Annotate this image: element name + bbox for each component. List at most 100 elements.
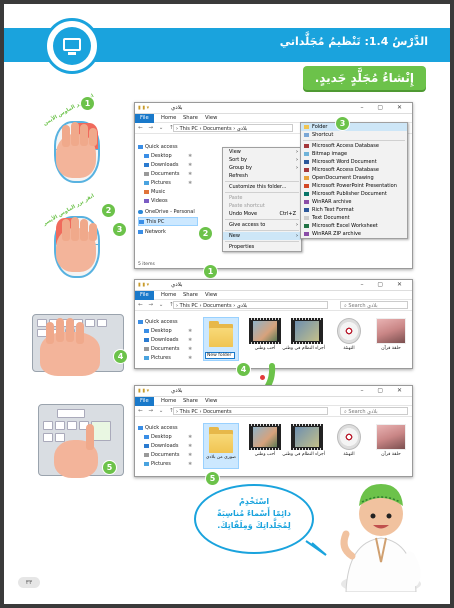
submenu-item-word[interactable]: Microsoft Word Document	[301, 158, 407, 166]
ribbon-tab-share[interactable]: Share	[183, 398, 198, 404]
ribbon-tab-share[interactable]: Share	[183, 292, 198, 298]
access-icon	[304, 144, 309, 148]
menu-item-group-by[interactable]: Group by›	[229, 165, 298, 171]
window-controls[interactable]: – ▢ ✕	[360, 104, 408, 111]
submenu-item-excel[interactable]: Microsoft Excel Worksheet	[301, 222, 407, 230]
nav-buttons[interactable]: ← → ⌄ ↑	[138, 408, 176, 414]
ribbon-tab-home[interactable]: Home	[161, 292, 177, 298]
pc-icon	[139, 219, 144, 224]
sidebar-item-documents[interactable]: Documents✱	[138, 451, 198, 460]
file-item[interactable]: التهنئة	[331, 318, 367, 352]
file-item[interactable]: أحب وطني	[247, 424, 283, 458]
step-badge-1: 1	[203, 264, 218, 279]
menu-item-give-access[interactable]: Give access to›	[229, 222, 298, 228]
file-item[interactable]: حلقة قرآن	[373, 318, 409, 352]
desktop-icon	[144, 153, 149, 158]
submenu-item-bitmap[interactable]: Bitmap image	[301, 150, 407, 158]
navigation-pane: Quick access Desktop✱ Downloads✱ Documen…	[138, 424, 198, 469]
step-badge-2: 2	[198, 226, 213, 241]
sidebar-item-network[interactable]: Network	[138, 228, 198, 237]
ribbon-tab-view[interactable]: View	[205, 292, 218, 298]
video-thumbnail-icon	[291, 318, 323, 344]
page-number: ٣٣	[18, 577, 40, 588]
sidebar-item-downloads[interactable]: Downloads✱	[138, 161, 198, 170]
submenu-item-publisher[interactable]: Microsoft Publisher Document	[301, 190, 407, 198]
sidebar-item-pictures[interactable]: Pictures✱	[138, 354, 198, 363]
step-badge-5: 5	[205, 471, 220, 486]
nav-buttons[interactable]: ← → ⌄ ↑	[138, 302, 176, 308]
sidebar-item-pictures[interactable]: Pictures✱	[138, 179, 198, 188]
rtf-icon	[304, 208, 309, 212]
powerpoint-icon	[304, 184, 309, 188]
menu-item-new[interactable]: New›	[223, 232, 301, 240]
sidebar-item-music[interactable]: Music	[138, 188, 198, 197]
sidebar-item-downloads[interactable]: Downloads✱	[138, 442, 198, 451]
menu-item-properties[interactable]: Properties	[229, 244, 255, 250]
address-bar[interactable]: › This PC › Documents › بلادي	[173, 301, 328, 309]
address-bar[interactable]: › This PC › Documents	[173, 407, 328, 415]
sidebar-item-downloads[interactable]: Downloads✱	[138, 336, 198, 345]
sidebar-item-videos[interactable]: Videos	[138, 197, 198, 206]
search-input[interactable]: ⌕ Search بلادي	[340, 407, 408, 415]
file-item[interactable]: أحب وطني	[247, 318, 283, 352]
ribbon-tab-file[interactable]: File	[135, 114, 154, 123]
sidebar-item-desktop[interactable]: Desktop✱	[138, 327, 198, 336]
menu-item-view[interactable]: View›	[229, 149, 298, 155]
window-title: بلادي	[171, 388, 183, 394]
ribbon-tab-share[interactable]: Share	[183, 115, 198, 121]
sidebar-item-quick-access[interactable]: Quick access	[138, 143, 198, 152]
nav-buttons[interactable]: ← → ⌄ ↑	[138, 125, 176, 131]
submenu-item-winrar[interactable]: WinRAR archive	[301, 198, 407, 206]
submenu-item-rtf[interactable]: Rich Text Format	[301, 206, 407, 214]
bubble-line-1: اسْتَخْدِمْ	[238, 497, 270, 506]
ribbon-tab-view[interactable]: View	[205, 398, 218, 404]
sidebar-item-documents[interactable]: Documents✱	[138, 170, 198, 179]
ribbon-tab-home[interactable]: Home	[161, 115, 177, 121]
documents-icon	[144, 452, 149, 457]
sidebar-item-documents[interactable]: Documents✱	[138, 345, 198, 354]
menu-item-sort-by[interactable]: Sort by›	[229, 157, 298, 163]
file-item[interactable]: التهنئة	[331, 424, 367, 458]
sidebar-item-quick-access[interactable]: Quick access	[138, 424, 198, 433]
sidebar-item-desktop[interactable]: Desktop✱	[138, 152, 198, 161]
menu-item-refresh[interactable]: Refresh	[229, 173, 248, 179]
ribbon-tab-file[interactable]: File	[135, 291, 154, 300]
ribbon-tab-file[interactable]: File	[135, 397, 154, 406]
step-badge-3: 3	[335, 116, 350, 131]
file-item[interactable]: أجزاء النظام في وطني	[282, 424, 325, 458]
submenu-item-shortcut[interactable]: Shortcut	[301, 131, 407, 139]
submenu-item-access[interactable]: Microsoft Access Database	[301, 142, 407, 150]
sidebar-item-onedrive[interactable]: OneDrive - Personal	[138, 208, 198, 217]
menu-item-paste[interactable]: Paste	[229, 195, 243, 201]
rename-input[interactable]: New folder	[205, 352, 235, 359]
file-item[interactable]: حلقة قرآن	[373, 424, 409, 458]
menu-item-paste-shortcut[interactable]: Paste shortcut	[229, 203, 265, 209]
pictures-icon	[144, 355, 149, 360]
file-item[interactable]: أجزاء النظام في وطني	[282, 318, 325, 352]
video-thumbnail-icon	[249, 318, 281, 344]
renamed-folder-item[interactable]: صوري من بلادي	[203, 423, 239, 469]
submenu-item-text[interactable]: Text Document	[301, 214, 407, 222]
sidebar-item-desktop[interactable]: Desktop✱	[138, 433, 198, 442]
submenu-item-odg[interactable]: OpenDocument Drawing	[301, 174, 407, 182]
sidebar-item-pictures[interactable]: Pictures✱	[138, 460, 198, 469]
ribbon-tab-view[interactable]: View	[205, 115, 218, 121]
window-controls[interactable]: – ▢ ✕	[360, 281, 408, 288]
menu-item-customize[interactable]: Customize this folder...	[229, 184, 287, 190]
submenu-item-access-2[interactable]: Microsoft Access Database	[301, 166, 407, 174]
address-bar[interactable]: › This PC › Documents › بلادي	[173, 124, 293, 132]
text-icon	[304, 216, 309, 220]
documents-icon	[144, 346, 149, 351]
pictures-icon	[144, 461, 149, 466]
sidebar-item-quick-access[interactable]: Quick access	[138, 318, 198, 327]
submenu-item-folder[interactable]: Folder	[301, 123, 407, 131]
window-controls[interactable]: – ▢ ✕	[360, 387, 408, 394]
search-input[interactable]: ⌕ Search بلادي	[340, 301, 408, 309]
quick-access-toolbar[interactable]: ▮ ▮ ▾	[138, 105, 150, 111]
star-icon	[138, 425, 143, 430]
sidebar-item-this-pc[interactable]: This PC	[138, 217, 198, 226]
ribbon-tab-home[interactable]: Home	[161, 398, 177, 404]
submenu-item-powerpoint[interactable]: Microsoft PowerPoint Presentation	[301, 182, 407, 190]
submenu-item-zip[interactable]: WinRAR ZIP archive	[301, 230, 407, 238]
